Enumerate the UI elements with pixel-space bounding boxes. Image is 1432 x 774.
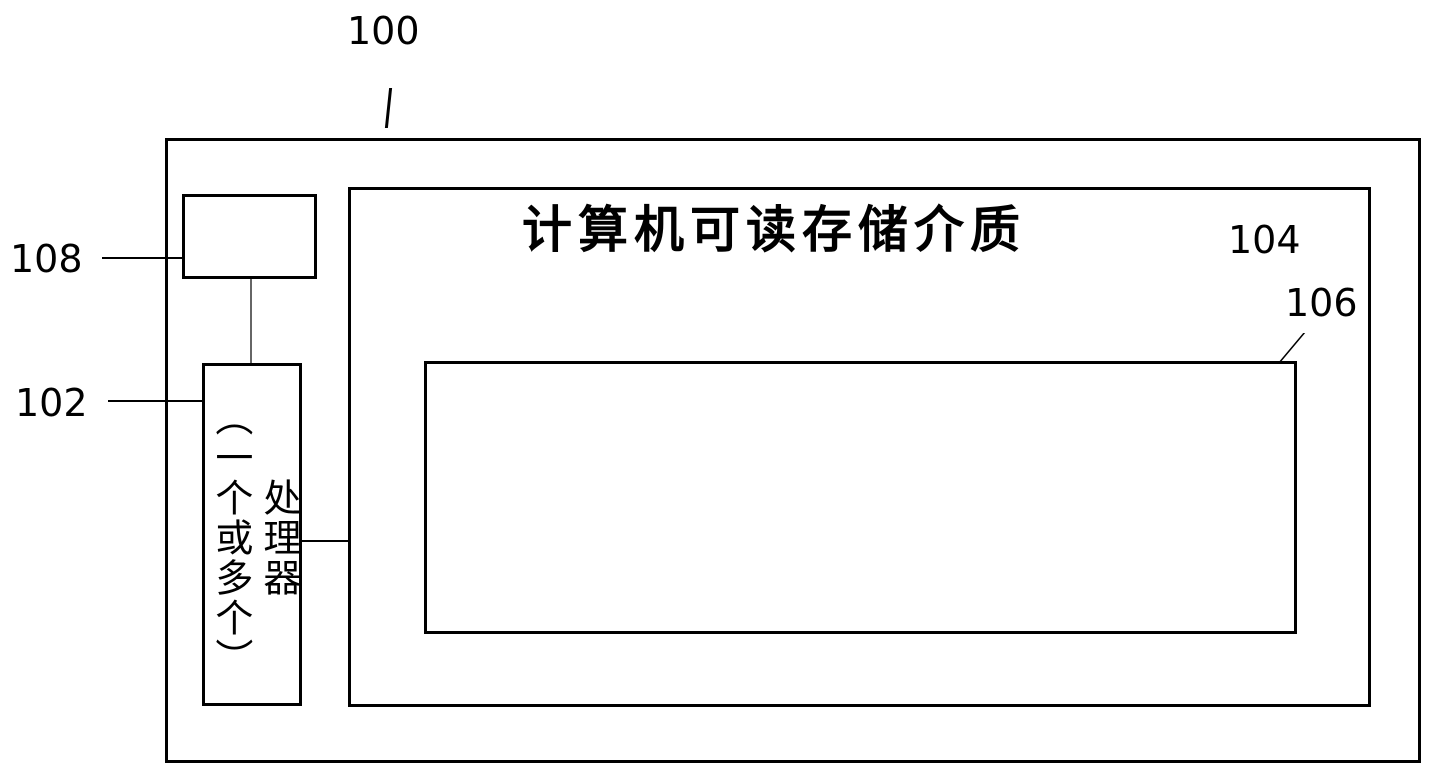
program-box-106: [424, 361, 1297, 634]
processor-box: [202, 363, 302, 706]
connector-108-processor: [250, 279, 252, 364]
leader-line-102: [108, 400, 202, 402]
ref-label-102: 102: [15, 381, 88, 425]
leader-line-108: [102, 257, 182, 259]
processor-label-line1: （一个或多个）: [208, 398, 253, 678]
connector-processor-storage: [302, 540, 350, 542]
ref-label-104: 104: [1228, 218, 1301, 262]
storage-medium-title: 计算机可读存储介质: [522, 200, 1026, 259]
device-box: [165, 138, 1421, 763]
ref-label-100: 100: [347, 9, 420, 53]
leader-line-100: [384, 88, 393, 128]
component-box-108: [182, 194, 317, 279]
storage-medium-box: [348, 187, 1371, 707]
ref-label-106: 106: [1285, 281, 1358, 325]
processor-label-line2: 处理器: [256, 478, 301, 598]
ref-label-108: 108: [10, 237, 83, 281]
